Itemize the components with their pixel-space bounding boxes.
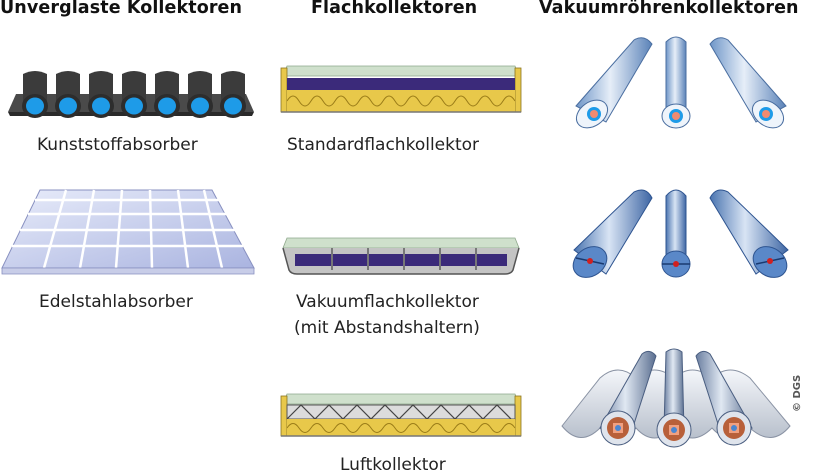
label-plastic-absorber: Kunststoffabsorber	[37, 135, 198, 155]
header-flat-collectors: Flachkollektoren	[311, 0, 478, 18]
plastic-absorber-illustration	[8, 71, 254, 118]
label-vacuum-flat-collector-line1: Vakuumflachkollektor	[296, 292, 479, 312]
vacuum-flat-collector-illustration	[282, 237, 520, 275]
label-air-collector: Luftkollektor	[340, 455, 446, 475]
label-standard-flat-collector: Standardflachkollektor	[287, 135, 480, 155]
vacuum-tube-coaxial-illustration	[575, 36, 787, 129]
vacuum-tube-flat-absorber-illustration	[572, 189, 789, 278]
label-stainless-steel-absorber: Edelstahlabsorber	[39, 292, 193, 312]
vacuum-tube-reflector-illustration	[561, 348, 791, 448]
air-collector-illustration	[280, 393, 522, 437]
label-vacuum-flat-collector-line2: (mit Abstandshaltern)	[294, 318, 480, 338]
copyright-notice: © DGS	[792, 374, 803, 412]
standard-flat-collector-illustration	[280, 65, 522, 113]
header-vacuum-tube-collectors: Vakuumröhrenkollektoren	[539, 0, 799, 18]
header-unglazed-collectors: Unverglaste Kollektoren	[0, 0, 243, 18]
stainless-steel-absorber-illustration	[1, 189, 255, 275]
